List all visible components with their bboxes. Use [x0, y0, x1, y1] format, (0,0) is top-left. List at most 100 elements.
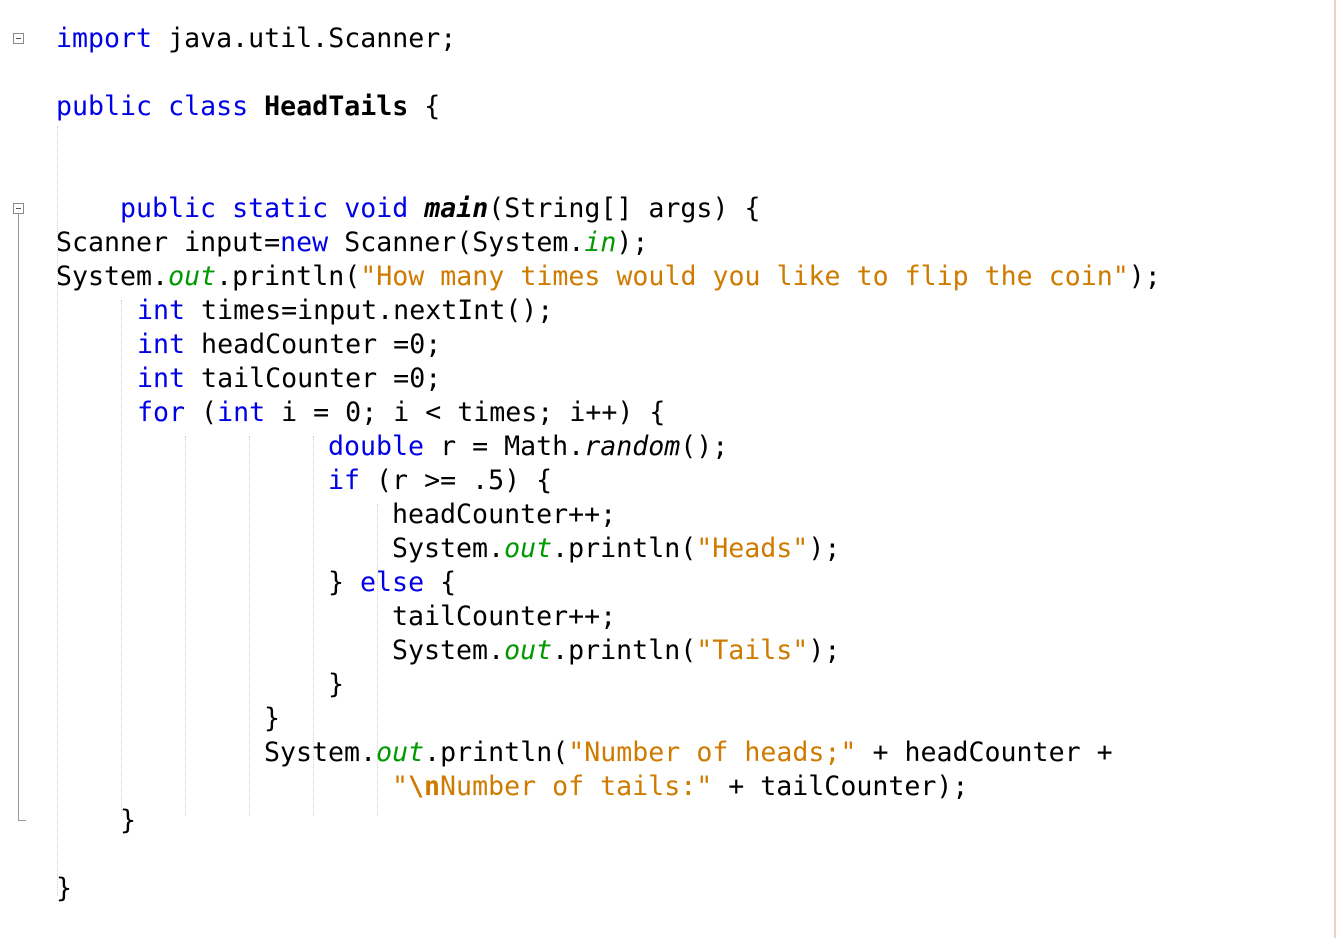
keyword: else	[360, 567, 425, 598]
code-line-16[interactable]: System.out.println("Tails");	[392, 634, 840, 668]
code-line-8[interactable]: int tailCounter =0;	[137, 362, 441, 396]
field-name: out	[376, 737, 425, 768]
code-text: Scanner input=	[56, 227, 281, 258]
code-text: );	[808, 635, 841, 666]
field-name: out	[504, 533, 553, 564]
code-text: }	[120, 805, 137, 836]
code-text: r = Math.	[424, 431, 585, 462]
indent-guide	[185, 436, 186, 816]
indent-guide	[57, 126, 58, 896]
code-text: .println(	[552, 533, 697, 564]
indent-guide	[121, 300, 122, 816]
code-text: headCounter++;	[392, 499, 617, 530]
code-line-15[interactable]: tailCounter++;	[392, 600, 616, 634]
code-text: {	[408, 91, 441, 122]
code-text: );	[808, 533, 841, 564]
code-text: );	[1128, 261, 1161, 292]
code-line-9[interactable]: for (int i = 0; i < times; i++) {	[137, 396, 665, 430]
code-text: times=input.nextInt();	[185, 295, 554, 326]
code-text: .println(	[424, 737, 569, 768]
code-text: tailCounter =0;	[185, 363, 442, 394]
code-text: (r >= .5) {	[360, 465, 553, 496]
string-literal: "	[392, 771, 409, 802]
code-line-13[interactable]: System.out.println("Heads");	[392, 532, 840, 566]
code-text: java.util.Scanner;	[152, 23, 457, 54]
fold-range-end	[18, 820, 26, 821]
indent-guide	[249, 436, 250, 816]
code-line-21[interactable]: }	[120, 804, 136, 838]
code-text: );	[616, 227, 649, 258]
indent-guide	[313, 436, 314, 816]
code-text: (String[] args) {	[488, 193, 761, 224]
code-text: }	[264, 703, 281, 734]
code-line-14[interactable]: } else {	[328, 566, 456, 600]
keyword: int	[217, 397, 266, 428]
keyword: double	[328, 431, 425, 462]
method-name: main	[424, 193, 489, 224]
right-margin-line	[1334, 0, 1336, 938]
editor-gutter	[0, 0, 48, 938]
code-line-4[interactable]: Scanner input=new Scanner(System.in);	[56, 226, 648, 260]
code-line-19[interactable]: System.out.println("Number of heads;" + …	[264, 736, 1113, 770]
code-text: ();	[680, 431, 729, 462]
keyword: new	[280, 227, 329, 258]
code-line-22[interactable]: }	[56, 872, 72, 906]
keyword: static	[232, 193, 329, 224]
string-literal: "Number of heads;"	[568, 737, 857, 768]
code-line-5[interactable]: System.out.println("How many times would…	[56, 260, 1161, 294]
keyword: public	[56, 91, 153, 122]
fold-range-line	[18, 214, 19, 820]
code-text: {	[424, 567, 457, 598]
code-text: }	[328, 669, 345, 700]
code-text: System.	[56, 261, 169, 292]
class-name: HeadTails	[264, 91, 409, 122]
keyword: public	[120, 193, 217, 224]
code-line-1[interactable]: import java.util.Scanner;	[56, 22, 456, 56]
method-name: random	[584, 431, 681, 462]
code-line-20[interactable]: "\nNumber of tails:" + tailCounter);	[392, 770, 968, 804]
code-text: System.	[392, 533, 505, 564]
code-text: System.	[392, 635, 505, 666]
code-text: }	[56, 873, 73, 904]
keyword: int	[137, 295, 186, 326]
code-line-11[interactable]: if (r >= .5) {	[328, 464, 552, 498]
keyword: if	[328, 465, 361, 496]
code-line-3[interactable]: public static void main(String[] args) {	[120, 192, 760, 226]
code-text: i = 0; i < times; i++) {	[265, 397, 666, 428]
code-line-10[interactable]: double r = Math.random();	[328, 430, 728, 464]
keyword: int	[137, 363, 186, 394]
fold-import-icon[interactable]	[13, 33, 24, 44]
indent-guide	[377, 504, 378, 816]
code-text: + headCounter +	[856, 737, 1113, 768]
code-line-17[interactable]: }	[328, 668, 344, 702]
keyword: int	[137, 329, 186, 360]
code-text: System.	[264, 737, 377, 768]
string-literal: "How many times would you like to flip t…	[360, 261, 1129, 292]
code-line-18[interactable]: }	[264, 702, 280, 736]
keyword: void	[344, 193, 409, 224]
keyword: for	[137, 397, 186, 428]
string-literal: Number of tails:"	[440, 771, 713, 802]
code-text: (	[185, 397, 218, 428]
code-text: tailCounter++;	[392, 601, 617, 632]
string-literal: "Heads"	[696, 533, 809, 564]
fold-main-method-icon[interactable]	[13, 203, 24, 214]
code-line-6[interactable]: int times=input.nextInt();	[137, 294, 553, 328]
code-text: Scanner(System.	[328, 227, 585, 258]
code-text: headCounter =0;	[185, 329, 442, 360]
code-text: .println(	[216, 261, 361, 292]
code-line-12[interactable]: headCounter++;	[392, 498, 616, 532]
keyword: import	[56, 23, 153, 54]
string-literal: "Tails"	[696, 635, 809, 666]
escape-sequence: \n	[408, 771, 441, 802]
field-name: out	[168, 261, 217, 292]
keyword: class	[168, 91, 249, 122]
code-text: }	[328, 567, 361, 598]
code-line-2[interactable]: public class HeadTails {	[56, 90, 440, 124]
field-name: out	[504, 635, 553, 666]
code-line-7[interactable]: int headCounter =0;	[137, 328, 441, 362]
code-text: .println(	[552, 635, 697, 666]
field-name: in	[584, 227, 617, 258]
code-text: + tailCounter);	[712, 771, 969, 802]
